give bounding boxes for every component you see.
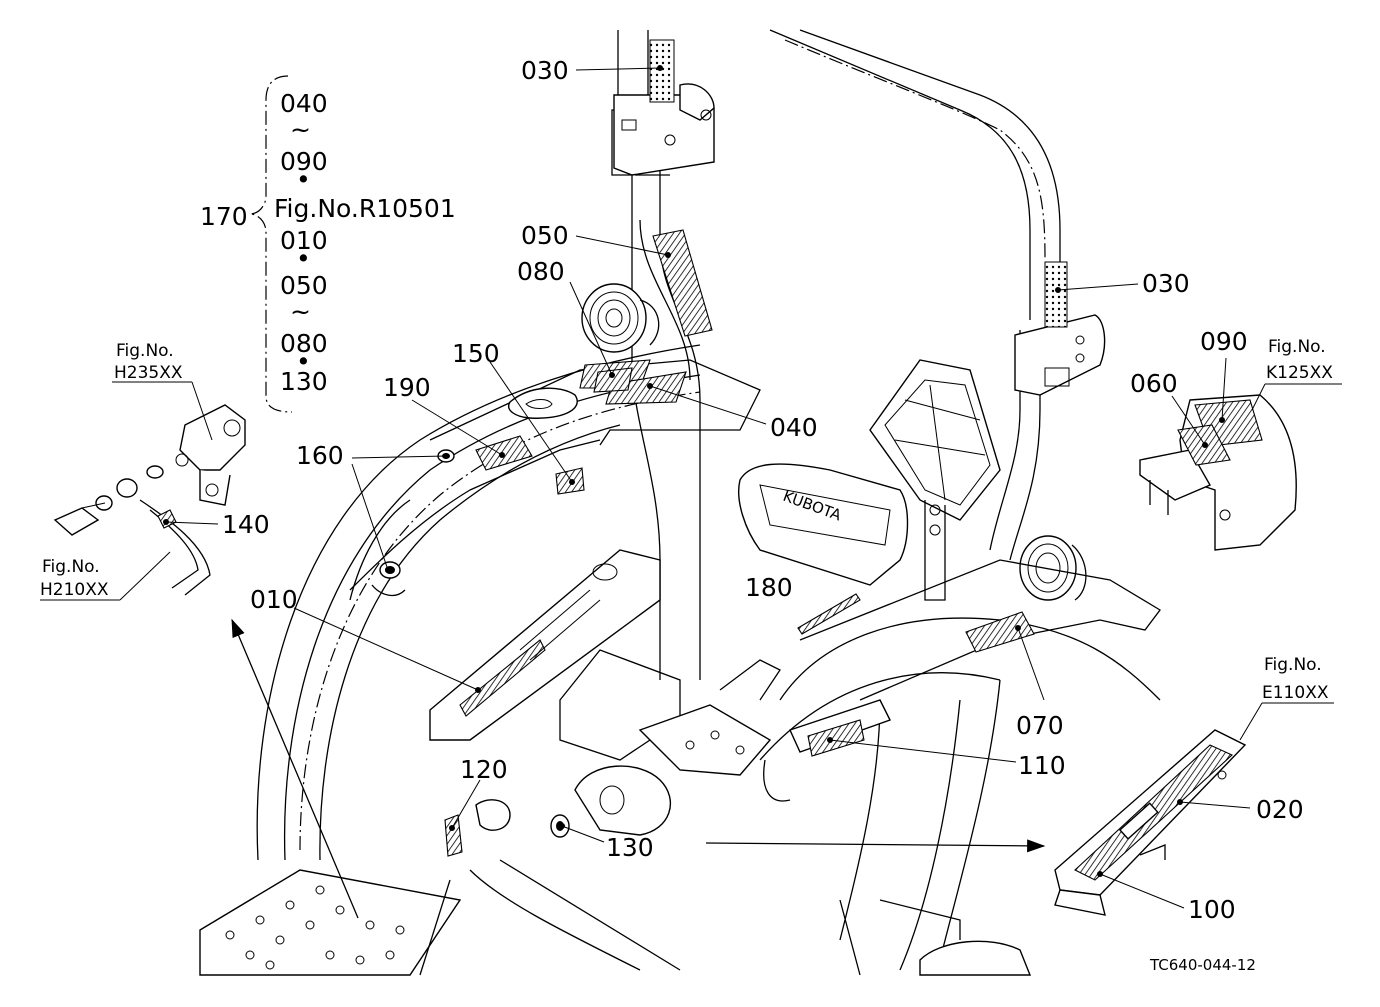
fig-ref-k125-line2: K125XX bbox=[1266, 363, 1333, 383]
step-plate-detail-e110 bbox=[1054, 729, 1247, 916]
group-170-line: • bbox=[296, 244, 311, 273]
callout-090: 090 bbox=[1200, 327, 1248, 356]
callout-020: 020 bbox=[1256, 795, 1304, 824]
fig-ref-e110-line1: Fig.No. bbox=[1264, 655, 1322, 675]
group-170-line: ~ bbox=[290, 115, 311, 144]
group-170-line: • bbox=[296, 347, 311, 376]
callout-130: 130 bbox=[606, 833, 654, 862]
cover-detail-k125 bbox=[1139, 394, 1297, 551]
group-170-line: 090 bbox=[280, 147, 328, 176]
callout-150: 150 bbox=[452, 339, 500, 368]
group-170-line: 010 bbox=[280, 226, 328, 255]
group-170-line: 080 bbox=[280, 329, 328, 358]
group-170-line: • bbox=[296, 165, 311, 194]
callout-140: 140 bbox=[222, 510, 270, 539]
callout-170: 170 bbox=[200, 202, 248, 231]
callout-160: 160 bbox=[296, 441, 344, 470]
leader-lines bbox=[40, 65, 1342, 909]
callout-060: 060 bbox=[1130, 369, 1178, 398]
group-170-line: 040 bbox=[280, 89, 328, 118]
group-170-line: Fig.No.R10501 bbox=[274, 194, 456, 223]
direction-arrow-left bbox=[231, 618, 359, 919]
hose-fitting-detail bbox=[53, 404, 246, 596]
group-170-brace bbox=[249, 75, 293, 413]
callout-110: 110 bbox=[1018, 751, 1066, 780]
callout-190: 190 bbox=[383, 373, 431, 402]
direction-arrow-right bbox=[705, 839, 1046, 853]
rear-lamp-left bbox=[581, 283, 660, 353]
callout-100: 100 bbox=[1188, 895, 1236, 924]
fig-ref-h235-line1: Fig.No. bbox=[116, 341, 174, 361]
group-170-line: 130 bbox=[280, 367, 328, 396]
fig-ref-h235-line2: H235XX bbox=[114, 363, 183, 383]
fig-ref-h210-line2: H210XX bbox=[40, 580, 109, 600]
rear-lamp-right bbox=[1019, 535, 1087, 601]
callout-040: 040 bbox=[770, 413, 818, 442]
group-170-line: ~ bbox=[290, 297, 311, 326]
callout-070: 070 bbox=[1016, 711, 1064, 740]
tractor-frame-drawing: KUBOTA bbox=[199, 29, 1161, 976]
callout-030-left: 030 bbox=[521, 56, 569, 85]
fig-ref-e110-line2: E110XX bbox=[1262, 683, 1329, 703]
callout-010: 010 bbox=[250, 585, 298, 614]
group-170-line: 050 bbox=[280, 271, 328, 300]
callout-030-right: 030 bbox=[1142, 269, 1190, 298]
drawing-number: TC640-044-12 bbox=[1149, 956, 1256, 974]
callout-080: 080 bbox=[517, 257, 565, 286]
callout-050: 050 bbox=[521, 221, 569, 250]
fig-ref-k125-line1: Fig.No. bbox=[1268, 337, 1326, 357]
floor-deck-holes bbox=[225, 885, 405, 970]
fig-ref-h210-line1: Fig.No. bbox=[42, 557, 100, 577]
group-170-list: 040 ~ 090 • Fig.No.R10501 010 • 050 ~ 08… bbox=[274, 89, 456, 396]
callout-180: 180 bbox=[745, 573, 793, 602]
callout-120: 120 bbox=[460, 755, 508, 784]
